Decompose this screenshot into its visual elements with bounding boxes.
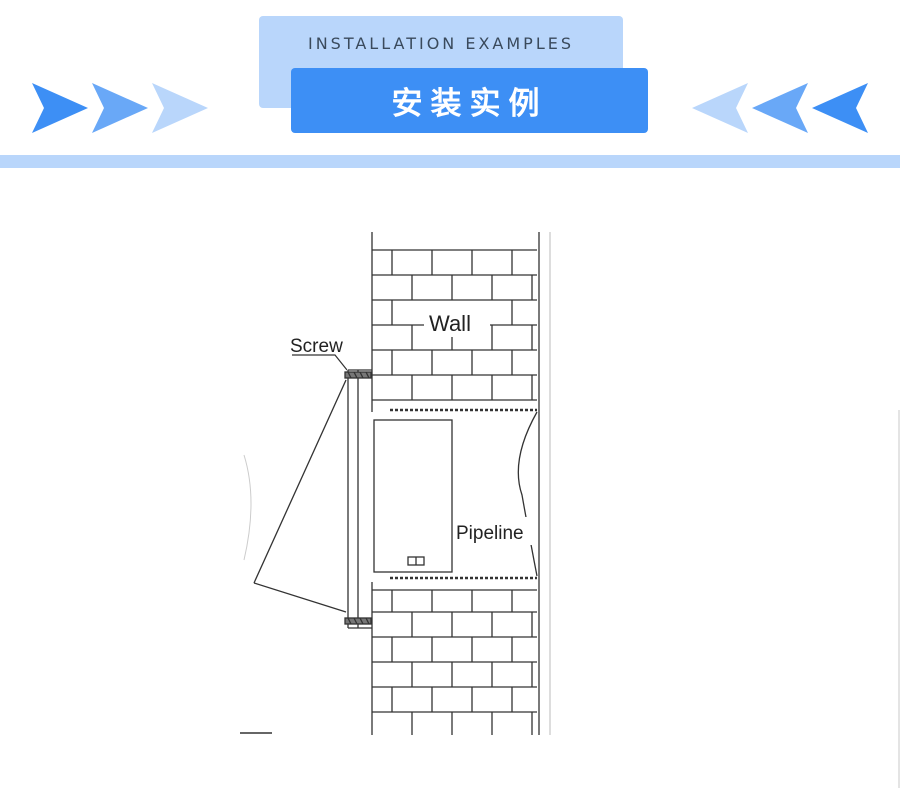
banner-divider <box>0 155 900 168</box>
banner-front-box: 安装实例 <box>291 68 648 133</box>
screw-top <box>344 371 372 379</box>
pipeline-duct <box>373 408 538 580</box>
chevron-right-icon <box>32 83 208 133</box>
vent-hood <box>243 379 347 613</box>
wall-label: Wall <box>429 311 471 336</box>
chevron-left-icon <box>692 83 868 133</box>
banner-title-cn: 安装实例 <box>391 86 548 122</box>
banner-title-en: INSTALLATION EXAMPLES <box>307 34 574 53</box>
screw-bottom <box>344 617 372 625</box>
brick-wall-lower <box>371 582 537 735</box>
screw-label: Screw <box>290 336 343 357</box>
pipeline-label: Pipeline <box>456 523 524 544</box>
mounting-plate <box>347 369 372 629</box>
section-banner: INSTALLATION EXAMPLES 安装实例 <box>0 0 900 170</box>
screw-leader-line <box>292 354 348 371</box>
